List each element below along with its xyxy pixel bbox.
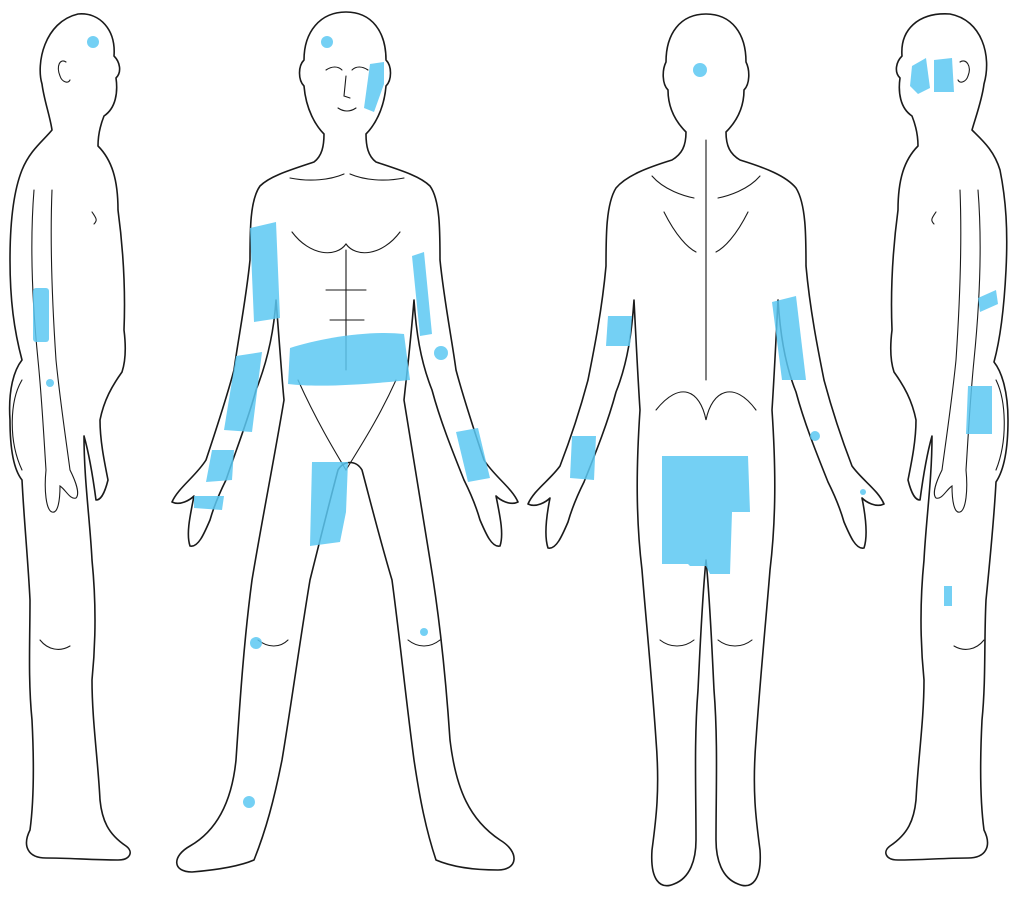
mark-front-right-palm [194,496,224,510]
right-side-view [886,14,1008,860]
left-side-body-outline [10,14,131,860]
mark-front-right-upper-arm [250,222,280,322]
mark-front-head [321,36,333,48]
mark-left-side-hip [46,379,54,387]
mark-front-right-shin [243,796,255,808]
mark-left-side-arm [33,288,49,342]
mark-front-left-elbow [434,346,448,360]
mark-back-left-arm [606,316,632,346]
mark-front-right-knee [250,637,262,649]
mark-back-right-forearm [810,431,820,441]
mark-back-left-wrist [570,436,596,480]
mark-right-side-cheek [934,58,954,92]
mark-front-left-knee [420,628,428,636]
left-side-view [10,14,131,860]
mark-back-head [693,63,707,77]
mark-left-side-head [87,36,99,48]
mark-front-thigh [310,462,348,546]
mark-right-side-forearm [966,386,992,434]
marked-areas [33,36,998,808]
mark-back-right-hand [860,489,866,495]
mark-right-side-thigh [944,586,952,606]
